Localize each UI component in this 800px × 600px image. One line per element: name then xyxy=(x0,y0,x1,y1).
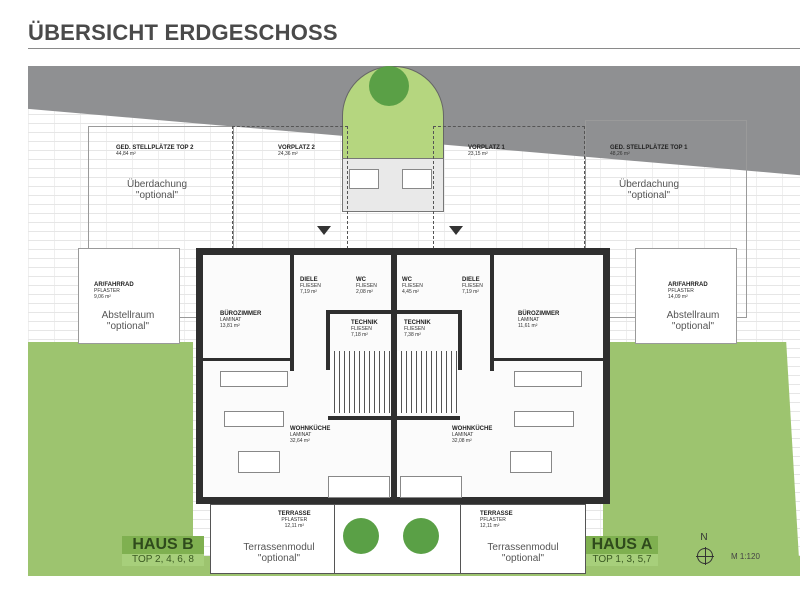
haus-a-wall xyxy=(397,310,460,314)
haus-b-badge: HAUS B TOP 2, 4, 6, 8 xyxy=(122,536,204,566)
parking-top1-option: Überdachung"optional" xyxy=(618,179,680,201)
haus-a-badge: HAUS A TOP 1, 3, 5,7 xyxy=(586,536,658,566)
haus-b-stair-landing xyxy=(328,416,391,420)
shrub-icon xyxy=(403,518,439,554)
north-arrow-icon xyxy=(696,547,714,565)
parking-top2-option: Überdachung"optional" xyxy=(126,179,188,201)
shrub-icon xyxy=(343,518,379,554)
bin-right xyxy=(402,169,432,189)
haus-a-wall xyxy=(494,358,603,361)
dining-table-a xyxy=(510,451,552,473)
entrance-arrow-icon xyxy=(449,226,463,235)
terrace-a-option: Terrassenmodul"optional" xyxy=(487,542,559,564)
dining-table-b xyxy=(238,451,280,473)
party-wall xyxy=(391,255,397,497)
haus-b-wall xyxy=(328,310,391,314)
entrance-arrow-icon xyxy=(317,226,331,235)
title-divider xyxy=(28,48,800,49)
bin-left xyxy=(349,169,379,189)
terrace-b-option: Terrassenmodul"optional" xyxy=(243,542,315,564)
kitchen-counter-b xyxy=(220,371,288,387)
terrace-haus-b xyxy=(210,504,336,574)
haus-b-wall xyxy=(326,310,330,370)
kitchen-island-b xyxy=(224,411,284,427)
haus-a-stairs xyxy=(397,351,458,413)
haus-a-wall xyxy=(490,255,494,371)
haus-a-wall xyxy=(458,310,462,370)
bike-left-option: Abstellraum"optional" xyxy=(101,310,155,332)
scale-label: M 1:120 xyxy=(731,552,760,561)
haus-a-title: HAUS A xyxy=(591,536,653,553)
haus-a-stair-landing xyxy=(397,416,460,420)
tree-icon xyxy=(369,66,409,106)
haus-b-tops: TOP 2, 4, 6, 8 xyxy=(122,554,204,566)
bike-right-option: Abstellraum"optional" xyxy=(666,310,720,332)
north-label: N xyxy=(700,532,708,543)
haus-b-wall xyxy=(290,255,294,371)
page-title: ÜBERSICHT ERDGESCHOSS xyxy=(28,20,338,45)
sofa-a xyxy=(400,476,462,498)
bike-storage-right xyxy=(635,248,737,344)
haus-b-wall xyxy=(203,358,293,361)
kitchen-island-a xyxy=(514,411,574,427)
haus-b-title: HAUS B xyxy=(132,536,194,553)
sofa-b xyxy=(328,476,390,498)
haus-b-stairs xyxy=(330,351,391,413)
haus-a-tops: TOP 1, 3, 5,7 xyxy=(586,554,658,566)
terrace-haus-a xyxy=(460,504,586,574)
bike-storage-left xyxy=(78,248,180,344)
kitchen-counter-a xyxy=(514,371,582,387)
